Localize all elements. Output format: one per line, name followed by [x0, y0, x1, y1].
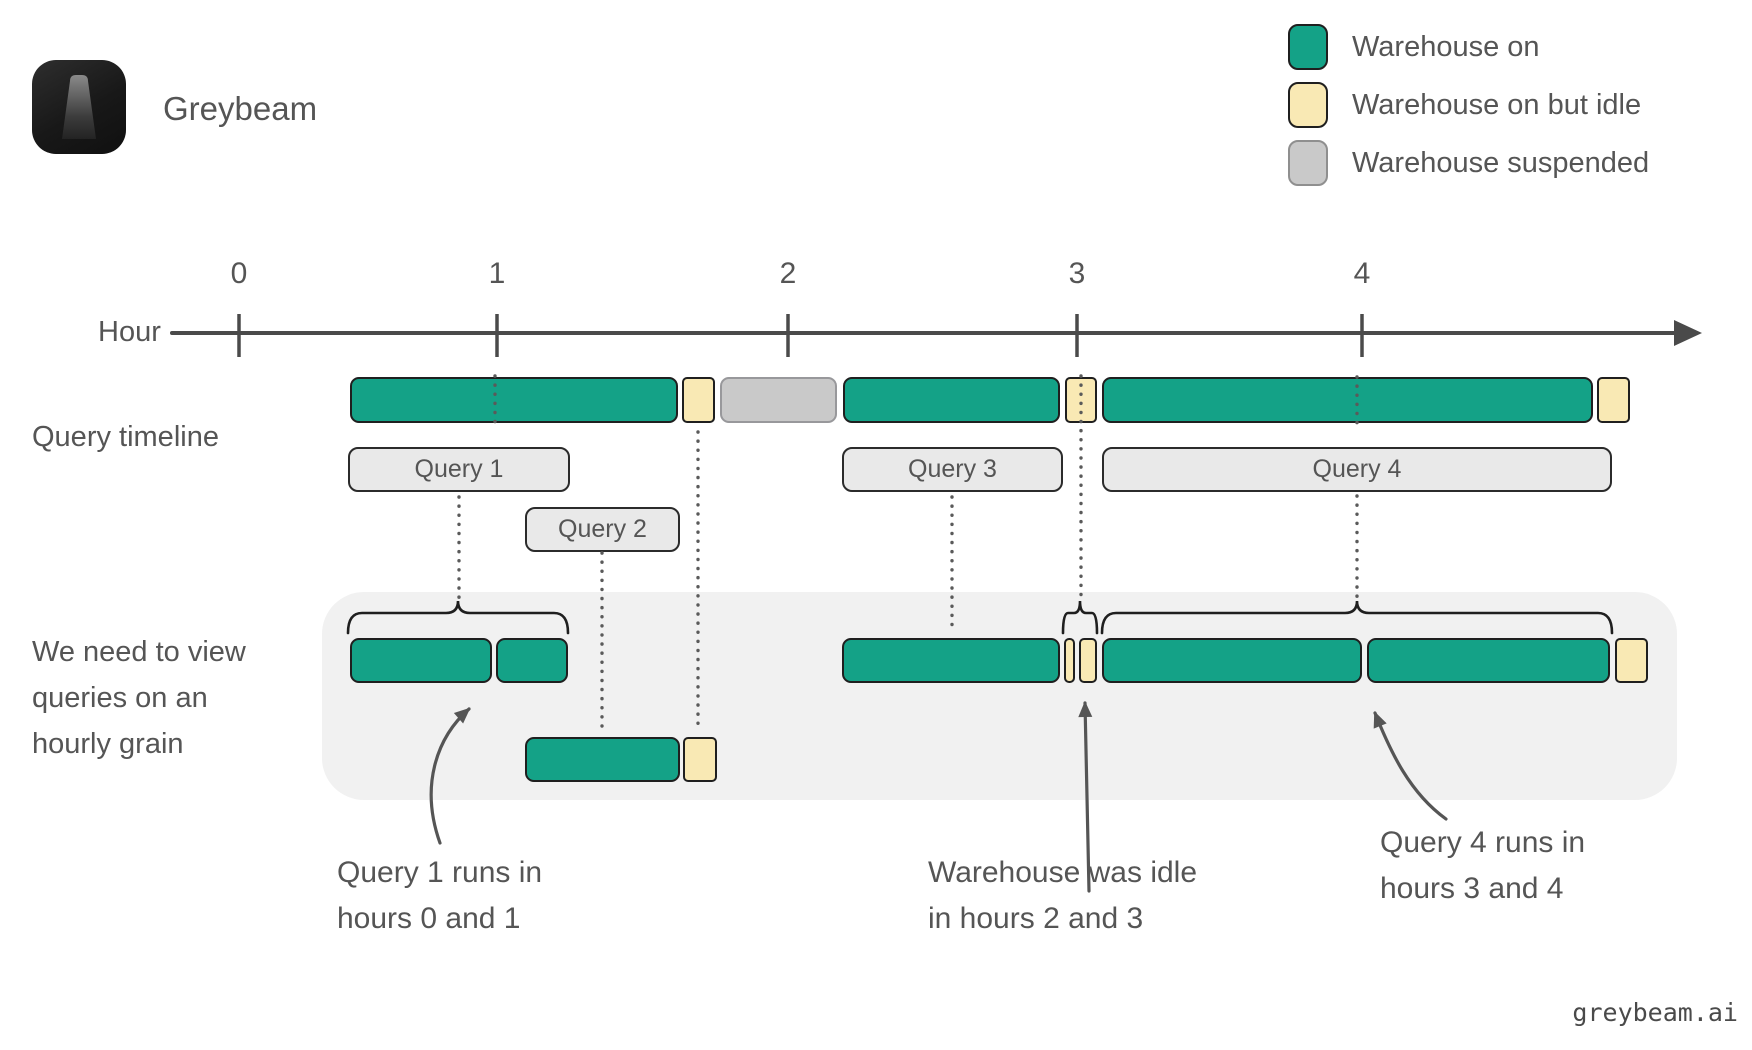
hourly-grain-row-label: We need to view queries on an hourly gra…	[32, 629, 246, 767]
tick-label-4: 4	[1353, 257, 1371, 290]
annotation-query4: Query 4 runs in hours 3 and 4	[1380, 820, 1585, 912]
hourly-segment-query4-hour3	[1102, 638, 1362, 683]
annotation-idle-line1: Warehouse was idle	[928, 856, 1198, 889]
tick-label-1: 1	[488, 257, 506, 290]
tick-label-0: 0	[230, 257, 248, 290]
hourly-segment-idle-hour4	[1615, 638, 1648, 683]
query-4-box: Query 4	[1102, 447, 1612, 492]
query-2-label: Query 2	[558, 515, 647, 543]
hourly-label-line-2: queries on an	[32, 682, 208, 714]
legend-label-on: Warehouse on	[1352, 31, 1540, 63]
hour-axis	[170, 314, 1702, 357]
timeline-segment-idle	[682, 377, 715, 423]
footer-site-text: greybeam.ai	[1572, 998, 1738, 1027]
query-4-label: Query 4	[1312, 455, 1402, 483]
timeline-segment-idle	[1597, 377, 1630, 423]
legend-swatch-idle-icon	[1288, 82, 1328, 128]
annotation-query4-line2: hours 3 and 4	[1380, 872, 1564, 905]
legend-swatch-on-icon	[1288, 24, 1328, 70]
hourly-segment-query2-hour1	[525, 737, 680, 782]
tick-label-2: 2	[779, 257, 797, 290]
timeline-segment-on	[350, 377, 678, 423]
axis-label: Hour	[98, 316, 161, 348]
annotation-query1-line2: hours 0 and 1	[337, 902, 521, 935]
annotation-idle: Warehouse was idle in hours 2 and 3	[928, 850, 1197, 942]
brand-name: Greybeam	[163, 90, 318, 127]
annotation-idle-line2: in hours 2 and 3	[928, 902, 1144, 935]
timeline-segment-on	[843, 377, 1060, 423]
query-2-box: Query 2	[525, 507, 680, 552]
annotation-query1: Query 1 runs in hours 0 and 1	[337, 850, 542, 942]
hourly-segment-query1-hour0	[350, 638, 492, 683]
legend-label-idle: Warehouse on but idle	[1352, 89, 1642, 121]
query-1-label: Query 1	[414, 455, 504, 483]
hourly-segment-idle-hour3	[1079, 638, 1097, 683]
greybeam-logo	[32, 60, 126, 154]
timeline-segment-idle	[1065, 377, 1097, 423]
query-3-label: Query 3	[908, 455, 997, 483]
tick-label-3: 3	[1068, 257, 1086, 290]
timeline-segment-on	[1102, 377, 1593, 423]
query-1-box: Query 1	[348, 447, 570, 492]
hourly-segment-query3-hour2	[842, 638, 1060, 683]
legend-swatch-suspended-icon	[1288, 140, 1328, 186]
greybeam-beam-icon	[62, 75, 96, 139]
annotation-query4-line1: Query 4 runs in	[1380, 826, 1586, 859]
hourly-segment-idle-after-query2	[683, 737, 717, 782]
query-timeline-row-label: Query timeline	[32, 421, 219, 453]
hourly-label-line-3: hourly grain	[32, 728, 184, 760]
legend-label-suspended: Warehouse suspended	[1352, 147, 1650, 179]
annotation-query1-line1: Query 1 runs in	[337, 856, 543, 889]
timeline-segment-suspended	[720, 377, 837, 423]
query-3-box: Query 3	[842, 447, 1063, 492]
hourly-segment-query4-hour4	[1367, 638, 1610, 683]
hourly-segment-query1-hour1	[496, 638, 568, 683]
hourly-segment-idle-hour2	[1064, 638, 1075, 683]
hourly-label-line-1: We need to view	[32, 636, 246, 668]
